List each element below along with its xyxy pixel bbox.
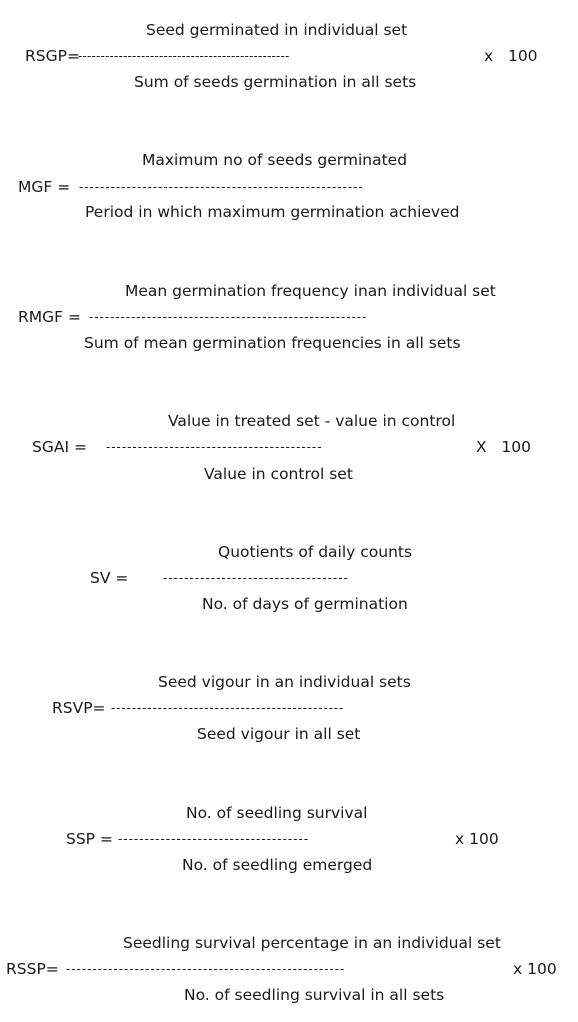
- sgai-denominator: Value in control set: [204, 465, 353, 483]
- rsvp-abbreviation: RSVP=: [52, 699, 106, 717]
- sgai-numerator: Value in treated set - value in control: [168, 412, 456, 430]
- rssp-fraction-line: ----------------------------------------…: [66, 962, 346, 976]
- rsvp-fraction-line: ----------------------------------------…: [111, 701, 345, 715]
- ssp-denominator: No. of seedling emerged: [182, 856, 373, 874]
- rsgp-denominator: Sum of seeds germination in all sets: [134, 73, 417, 91]
- mgf-denominator: Period in which maximum germination achi…: [85, 203, 460, 221]
- mgf-fraction-line: ----------------------------------------…: [79, 180, 364, 194]
- ssp-multiplier: x 100: [455, 830, 499, 848]
- rssp-multiplier: x 100: [513, 960, 557, 978]
- sv-abbreviation: SV =: [90, 569, 129, 587]
- sgai-multiplier: X 100: [476, 438, 531, 456]
- rmgf-denominator: Sum of mean germination frequencies in a…: [84, 334, 461, 352]
- sv-numerator: Quotients of daily counts: [218, 543, 413, 561]
- rmgf-abbreviation: RMGF =: [18, 308, 81, 326]
- sv-fraction-line: -----------------------------------: [163, 571, 349, 585]
- ssp-numerator: No. of seedling survival: [186, 804, 368, 822]
- mgf-numerator: Maximum no of seeds germinated: [142, 151, 408, 169]
- ssp-abbreviation: SSP =: [66, 830, 113, 848]
- rsgp-multiplier: x 100: [484, 47, 538, 65]
- mgf-abbreviation: MGF =: [18, 178, 71, 196]
- sv-denominator: No. of days of germination: [202, 595, 408, 613]
- sgai-abbreviation: SGAI =: [32, 438, 87, 456]
- sgai-fraction-line: ----------------------------------------…: [106, 440, 323, 454]
- rmgf-numerator: Mean germination frequency inan individu…: [125, 282, 496, 300]
- rsgp-abbreviation: RSGP=: [25, 47, 80, 65]
- rsvp-numerator: Seed vigour in an individual sets: [158, 673, 411, 691]
- rmgf-fraction-line: ----------------------------------------…: [89, 310, 368, 324]
- rsgp-numerator: Seed germinated in individual set: [146, 21, 408, 39]
- ssp-fraction-line: ------------------------------------: [118, 832, 310, 846]
- rssp-numerator: Seedling survival percentage in an indiv…: [123, 934, 501, 952]
- rssp-abbreviation: RSSP=: [6, 960, 59, 978]
- rssp-denominator: No. of seedling survival in all sets: [184, 986, 445, 1004]
- rsvp-denominator: Seed vigour in all set: [197, 725, 361, 743]
- rsgp-fraction-line: ----------------------------------------…: [78, 49, 290, 63]
